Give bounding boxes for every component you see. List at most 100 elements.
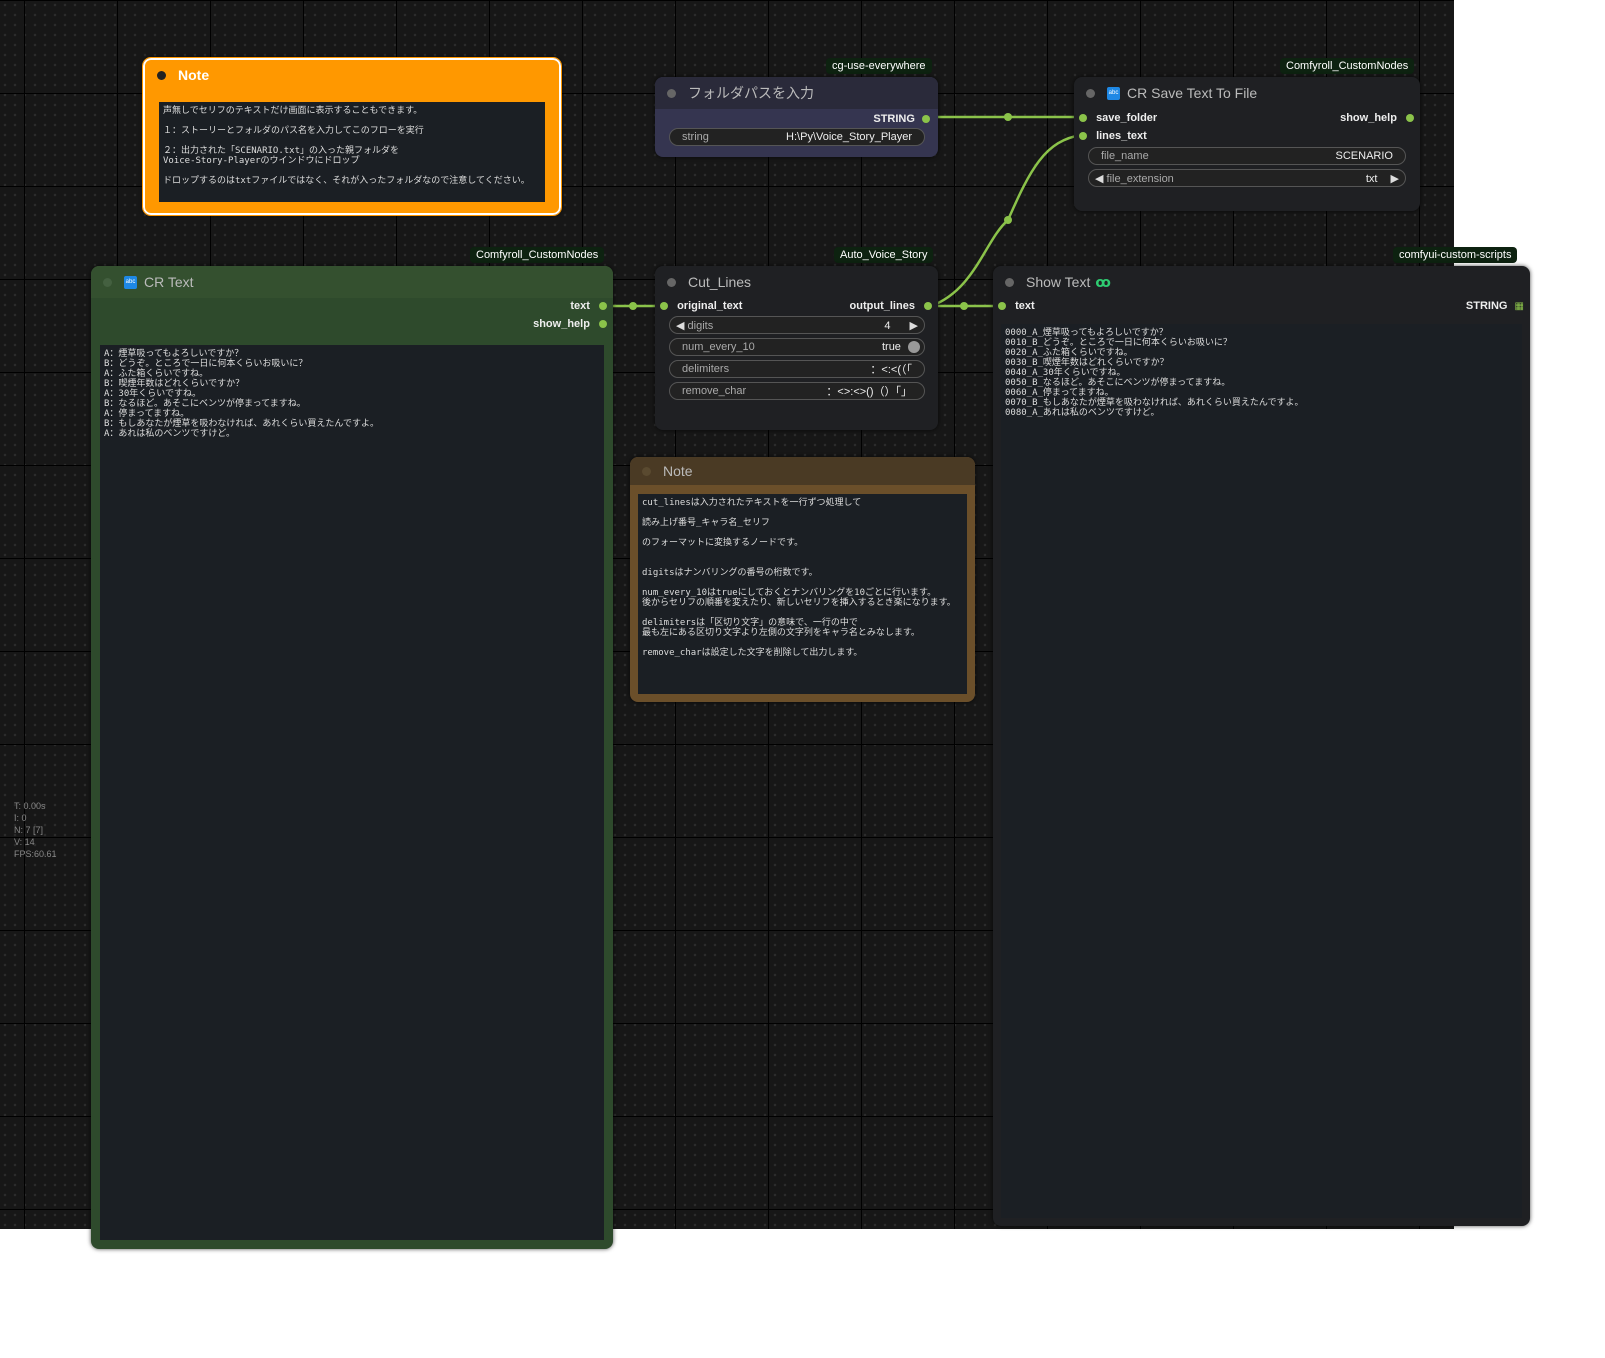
widget-value: ：<>:<>()（）「」 — [826, 386, 912, 398]
node-title-bar[interactable]: Cut_Lines — [655, 266, 938, 298]
output-slot-show-help[interactable]: show_help — [533, 318, 607, 330]
output-label: show_help — [1340, 112, 1397, 124]
show-text-node[interactable]: Show Text ꝏ text STRING ▦ 0000_A_煙草吸ってもよ… — [993, 266, 1530, 1226]
widget-value: 4 — [884, 319, 891, 332]
node-title: Cut_Lines — [688, 274, 752, 290]
output-slot-text[interactable]: text — [570, 300, 607, 312]
widget-label: num_every_10 — [682, 341, 755, 353]
node-title: CR Save Text To File — [1127, 85, 1258, 101]
string-widget[interactable]: string H:\Py\Voice_Story_Player — [669, 128, 925, 146]
note-node-orange[interactable]: Note 声無しでセリフのテキストだけ画面に表示することもできます。 １：ストー… — [142, 57, 562, 216]
widget-label: digits — [687, 319, 714, 332]
remove-char-widget[interactable]: remove_char ：<>:<>()（）「」 — [669, 382, 925, 400]
collapse-dot-icon[interactable] — [1086, 88, 1095, 98]
stat-i: I: 0 — [14, 813, 27, 823]
note-title-bar[interactable]: Note — [145, 60, 559, 90]
text-type-icon: abc — [124, 275, 137, 289]
node-title-bar[interactable]: abc CR Text — [91, 266, 613, 298]
link-midpoint — [1004, 113, 1012, 121]
file-extension-widget[interactable]: ◀ file_extension txt ▶ — [1088, 169, 1406, 187]
widget-value: SCENARIO — [1335, 150, 1393, 162]
stat-nodes: N: 7 [7] — [14, 825, 44, 835]
stat-v: V: 14 — [14, 837, 35, 847]
show-text-output[interactable]: 0000_A_煙草吸ってもよろしいですか？ 0010_B_どうぞ。ところで一日に… — [1001, 324, 1522, 1218]
output-label: STRING — [873, 113, 915, 125]
collapse-dot-icon[interactable] — [667, 277, 676, 287]
collapse-dot-icon[interactable] — [1005, 277, 1014, 287]
cut-lines-node[interactable]: Cut_Lines original_text output_lines ◀ d… — [655, 266, 938, 430]
input-slot-save-folder[interactable]: save_folder — [1079, 112, 1157, 124]
arrow-left-icon[interactable]: ◀ — [676, 319, 685, 332]
link-midpoint — [960, 302, 968, 310]
widget-value: ：<:<(（「 — [870, 364, 912, 376]
arrow-right-icon[interactable]: ▶ — [909, 319, 918, 332]
link-midpoint — [629, 302, 637, 310]
input-slot-lines-text[interactable]: lines_text — [1079, 130, 1147, 142]
note-textarea[interactable]: 声無しでセリフのテキストだけ画面に表示することもできます。 １：ストーリーとフォ… — [159, 102, 545, 202]
folder-path-node[interactable]: フォルダパスを入力 STRING string H:\Py\Voice_Stor… — [655, 77, 938, 157]
output-dot-icon[interactable] — [922, 115, 930, 124]
input-label: original_text — [677, 300, 743, 312]
node-source-badge: comfyui-custom-scripts — [1393, 247, 1518, 263]
arrow-left-icon[interactable]: ◀ — [1095, 172, 1104, 185]
input-label: text — [1015, 300, 1035, 312]
output-slot-show-help[interactable]: show_help — [1340, 112, 1414, 124]
custom-scripts-snake-icon: ꝏ — [1095, 273, 1111, 290]
file-name-widget[interactable]: file_name SCENARIO — [1088, 147, 1406, 165]
note-title: Note — [178, 67, 210, 83]
cr-text-node-body[interactable]: abc CR Text text show_help A：煙草吸ってもよろしいで… — [91, 266, 613, 1249]
output-label: STRING — [1465, 300, 1508, 312]
list-output-icon[interactable]: ▦ — [1514, 301, 1524, 312]
widget-value: txt — [1365, 172, 1378, 185]
arrow-right-icon[interactable]: ▶ — [1390, 172, 1399, 185]
input-slot-text[interactable]: text — [998, 300, 1035, 312]
stats-overlay: T: 0.00s I: 0 N: 7 [7] V: 14 FPS:60.61 — [14, 800, 57, 860]
node-title: CR Text — [144, 274, 194, 290]
widget-label: file_extension — [1106, 172, 1174, 185]
output-slot-string[interactable]: STRING ▦ — [1466, 300, 1524, 312]
delimiters-widget[interactable]: delimiters ：<:<(（「 — [669, 360, 925, 378]
node-title: フォルダパスを入力 — [688, 85, 814, 101]
node-title-bar[interactable]: abc CR Save Text To File — [1074, 77, 1420, 109]
input-dot-icon[interactable] — [1079, 114, 1087, 123]
link-midpoint — [1004, 216, 1012, 224]
note-textarea[interactable]: cut_linesは入力されたテキストを一行ずつ処理して 読み上げ番号_キャラ名… — [638, 494, 967, 694]
output-slot-output-lines[interactable]: output_lines — [850, 300, 932, 312]
output-slot-string[interactable]: STRING — [873, 113, 930, 125]
input-slot-original-text[interactable]: original_text — [660, 300, 742, 312]
num-every-10-toggle[interactable]: num_every_10 true — [669, 338, 925, 356]
cr-save-text-node[interactable]: abc CR Save Text To File save_folder lin… — [1074, 77, 1420, 211]
collapse-dot-icon[interactable] — [642, 466, 651, 476]
output-label: show_help — [533, 318, 590, 330]
cr-text-input[interactable]: A：煙草吸ってもよろしいですか？ B：どうぞ。ところで一日に何本くらいお吸いに？… — [100, 345, 604, 1240]
node-source-badge: Comfyroll_CustomNodes — [1280, 58, 1415, 74]
output-dot-icon[interactable] — [924, 302, 932, 311]
text-type-icon: abc — [1107, 86, 1120, 100]
input-dot-icon[interactable] — [660, 302, 668, 311]
note-node-brown[interactable]: Note cut_linesは入力されたテキストを一行ずつ処理して 読み上げ番号… — [630, 457, 975, 702]
input-label: lines_text — [1096, 130, 1147, 142]
widget-label: delimiters — [682, 363, 730, 375]
input-dot-icon[interactable] — [998, 302, 1006, 311]
node-title: Show Text — [1026, 274, 1091, 290]
collapse-dot-icon[interactable] — [103, 277, 112, 287]
node-source-badge: Auto_Voice_Story — [834, 247, 934, 263]
widget-label: file_name — [1101, 150, 1149, 162]
output-label: output_lines — [849, 300, 915, 312]
node-title-bar[interactable]: フォルダパスを入力 — [655, 77, 938, 109]
widget-value: true — [881, 340, 901, 353]
collapse-dot-icon[interactable] — [157, 70, 166, 80]
output-dot-icon[interactable] — [1406, 114, 1414, 123]
node-title-bar[interactable]: Show Text ꝏ — [993, 266, 1530, 298]
node-source-badge: cg-use-everywhere — [826, 58, 932, 74]
digits-widget[interactable]: ◀ digits 4 ▶ — [669, 316, 925, 334]
toggle-knob-icon[interactable] — [908, 341, 920, 354]
widget-value: H:\Py\Voice_Story_Player — [786, 131, 912, 143]
input-dot-icon[interactable] — [1079, 132, 1087, 141]
output-dot-icon[interactable] — [599, 320, 607, 329]
node-graph-canvas[interactable]: Note 声無しでセリフのテキストだけ画面に表示することもできます。 １：ストー… — [0, 0, 1530, 1229]
note-title-bar[interactable]: Note — [630, 457, 975, 485]
collapse-dot-icon[interactable] — [667, 88, 676, 98]
output-dot-icon[interactable] — [599, 302, 607, 311]
stat-fps: FPS:60.61 — [14, 849, 57, 859]
